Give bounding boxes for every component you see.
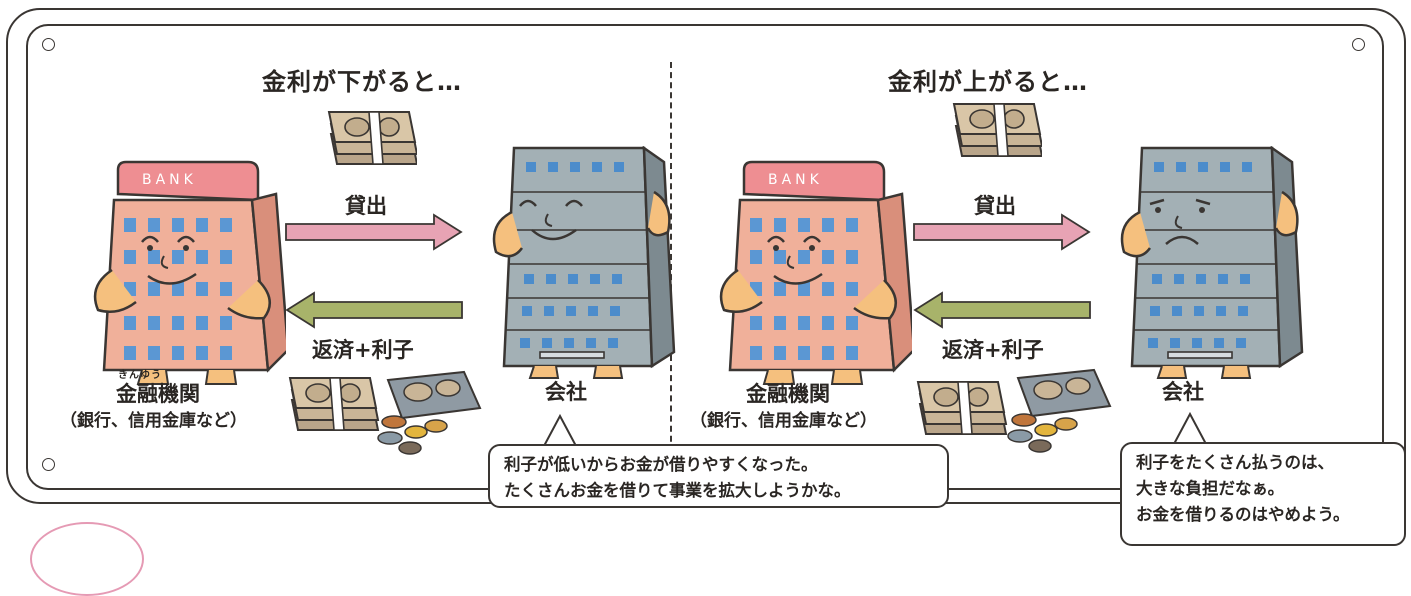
right-bank-sign: BANK: [768, 172, 823, 188]
panel-divider: [670, 62, 672, 462]
right-lend-label: 貸出: [974, 194, 1016, 218]
left-lend-label: 貸出: [345, 194, 387, 218]
company-building-icon: [492, 146, 676, 380]
money-stack-icon: [953, 103, 1042, 157]
money-stack-icon: [328, 111, 417, 165]
right-bubble-line: お金を借りるのはやめよう。: [1136, 505, 1350, 524]
rivet-icon: [42, 458, 55, 471]
left-bubble-tail: [543, 413, 577, 447]
rivet-icon: [1352, 38, 1365, 51]
coin-tray-icon: [377, 371, 481, 455]
bank-building-icon: [719, 160, 912, 386]
worried-face-icon: [1149, 198, 1211, 245]
stamp-decoration: [30, 522, 144, 596]
right-institution-sub: （銀行、信用金庫など）: [690, 411, 877, 431]
right-company-label: 会社: [1162, 380, 1204, 404]
happy-face-icon: [519, 199, 583, 241]
right-lend-arrow: [913, 213, 1091, 251]
left-institution-sub: （銀行、信用金庫など）: [60, 411, 247, 431]
left-company-label: 会社: [545, 380, 587, 404]
right-institution-label: 金融機関: [746, 382, 830, 406]
right-bubble-line: 大きな負担だなぁ。: [1136, 479, 1285, 498]
left-bubble-line: たくさんお金を借りて事業を拡大しようかな。: [504, 481, 851, 500]
left-repay-arrow: [285, 291, 463, 329]
money-stack-icon: [289, 377, 379, 431]
left-repay-label: 返済+利子: [312, 338, 414, 362]
right-repay-label: 返済+利子: [942, 338, 1044, 362]
left-bubble-line: 利子が低いからお金が借りやすくなった。: [504, 455, 818, 474]
right-speech-bubble: 利子をたくさん払うのは、 大きな負担だなぁ。 お金を借りるのはやめよう。: [1120, 442, 1406, 546]
left-lend-arrow: [285, 213, 463, 251]
company-building-icon: [1120, 146, 1304, 380]
right-heading: 金利が上がると…: [888, 68, 1088, 96]
right-bubble-line: 利子をたくさん払うのは、: [1136, 453, 1334, 472]
left-institution-ruby: きんゆう: [118, 370, 162, 381]
money-stack-icon: [917, 381, 1007, 435]
left-heading: 金利が下がると…: [262, 68, 462, 96]
left-speech-bubble: 利子が低いからお金が借りやすくなった。 たくさんお金を借りて事業を拡大しようかな…: [488, 444, 949, 508]
rivet-icon: [42, 38, 55, 51]
right-bubble-tail: [1173, 411, 1207, 445]
left-institution-label: 金融機関: [116, 382, 200, 406]
left-bank-sign: BANK: [142, 172, 197, 188]
bank-building-icon: [93, 160, 286, 386]
right-repay-arrow: [913, 291, 1091, 329]
coin-tray-icon: [1007, 369, 1111, 453]
